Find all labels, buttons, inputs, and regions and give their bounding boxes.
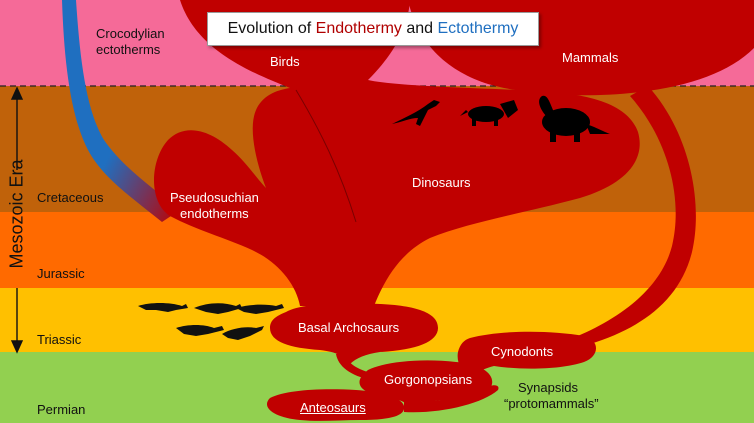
cynodont-stem (459, 362, 484, 386)
birds-label: Birds (270, 54, 300, 69)
gorgonopsians-label: Gorgonopsians (384, 372, 473, 387)
cynodonts-label: Cynodonts (491, 344, 554, 359)
triassic-reptile-silhouettes (138, 303, 284, 340)
dinosaur-silhouettes (392, 95, 610, 142)
anteosaurs-node (266, 389, 405, 421)
lineages (154, 0, 754, 421)
synapsids-label-line1: Synapsids (518, 380, 578, 395)
reptile-silhouette-1 (138, 303, 188, 312)
archosaur-stem (336, 352, 376, 380)
crocodylian-lineage (62, 0, 180, 222)
bird-dinosaur-divider (295, 89, 357, 223)
dinosaur-bird-lineage (154, 0, 640, 306)
basal-archosaurs-label: Basal Archosaurs (298, 320, 400, 335)
title-prefix: Evolution of (227, 20, 316, 37)
reptile-silhouette-5 (222, 326, 264, 340)
pseudosuchian-label-line2: endotherms (180, 206, 249, 221)
mammals-label: Mammals (562, 50, 619, 65)
period-label-permian: Permian (37, 402, 86, 417)
anteosaurs-label: Anteosaurs (300, 400, 366, 415)
mesozoic-era-arrow (10, 86, 24, 354)
title-ectothermy: Ectothermy (437, 20, 519, 37)
period-label-cretaceous: Cretaceous (37, 190, 104, 205)
theropod-silhouette (392, 100, 440, 126)
title-endothermy: Endothermy (315, 20, 402, 37)
dinosaurs-label: Dinosaurs (412, 175, 471, 190)
sauropod-silhouette (539, 95, 610, 142)
reptile-silhouette-3 (236, 304, 284, 314)
mesozoic-era-label: Mesozoic Era (6, 159, 27, 269)
reptile-silhouette-2 (194, 303, 242, 314)
diagram-title: Evolution of Endothermy and Ectothermy (207, 12, 539, 46)
cynodonts-node (457, 331, 596, 382)
period-label-jurassic: Jurassic (37, 266, 85, 281)
synapsid-stem (404, 385, 499, 413)
title-middle: and (401, 20, 438, 37)
triceratops-silhouette (460, 100, 518, 126)
crocodylian-label-line2: ectotherms (96, 42, 161, 57)
synapsids-label-line2: “protomammals” (504, 396, 599, 411)
pseudosuchian-label-line1: Pseudosuchian (170, 190, 259, 205)
crocodylian-label-line1: Crocodylian (96, 26, 165, 41)
mammal-synapsid-stem (568, 86, 696, 344)
period-label-triassic: Triassic (37, 332, 82, 347)
basal-archosaurs-node (270, 303, 438, 364)
reptile-silhouette-4 (176, 325, 224, 336)
